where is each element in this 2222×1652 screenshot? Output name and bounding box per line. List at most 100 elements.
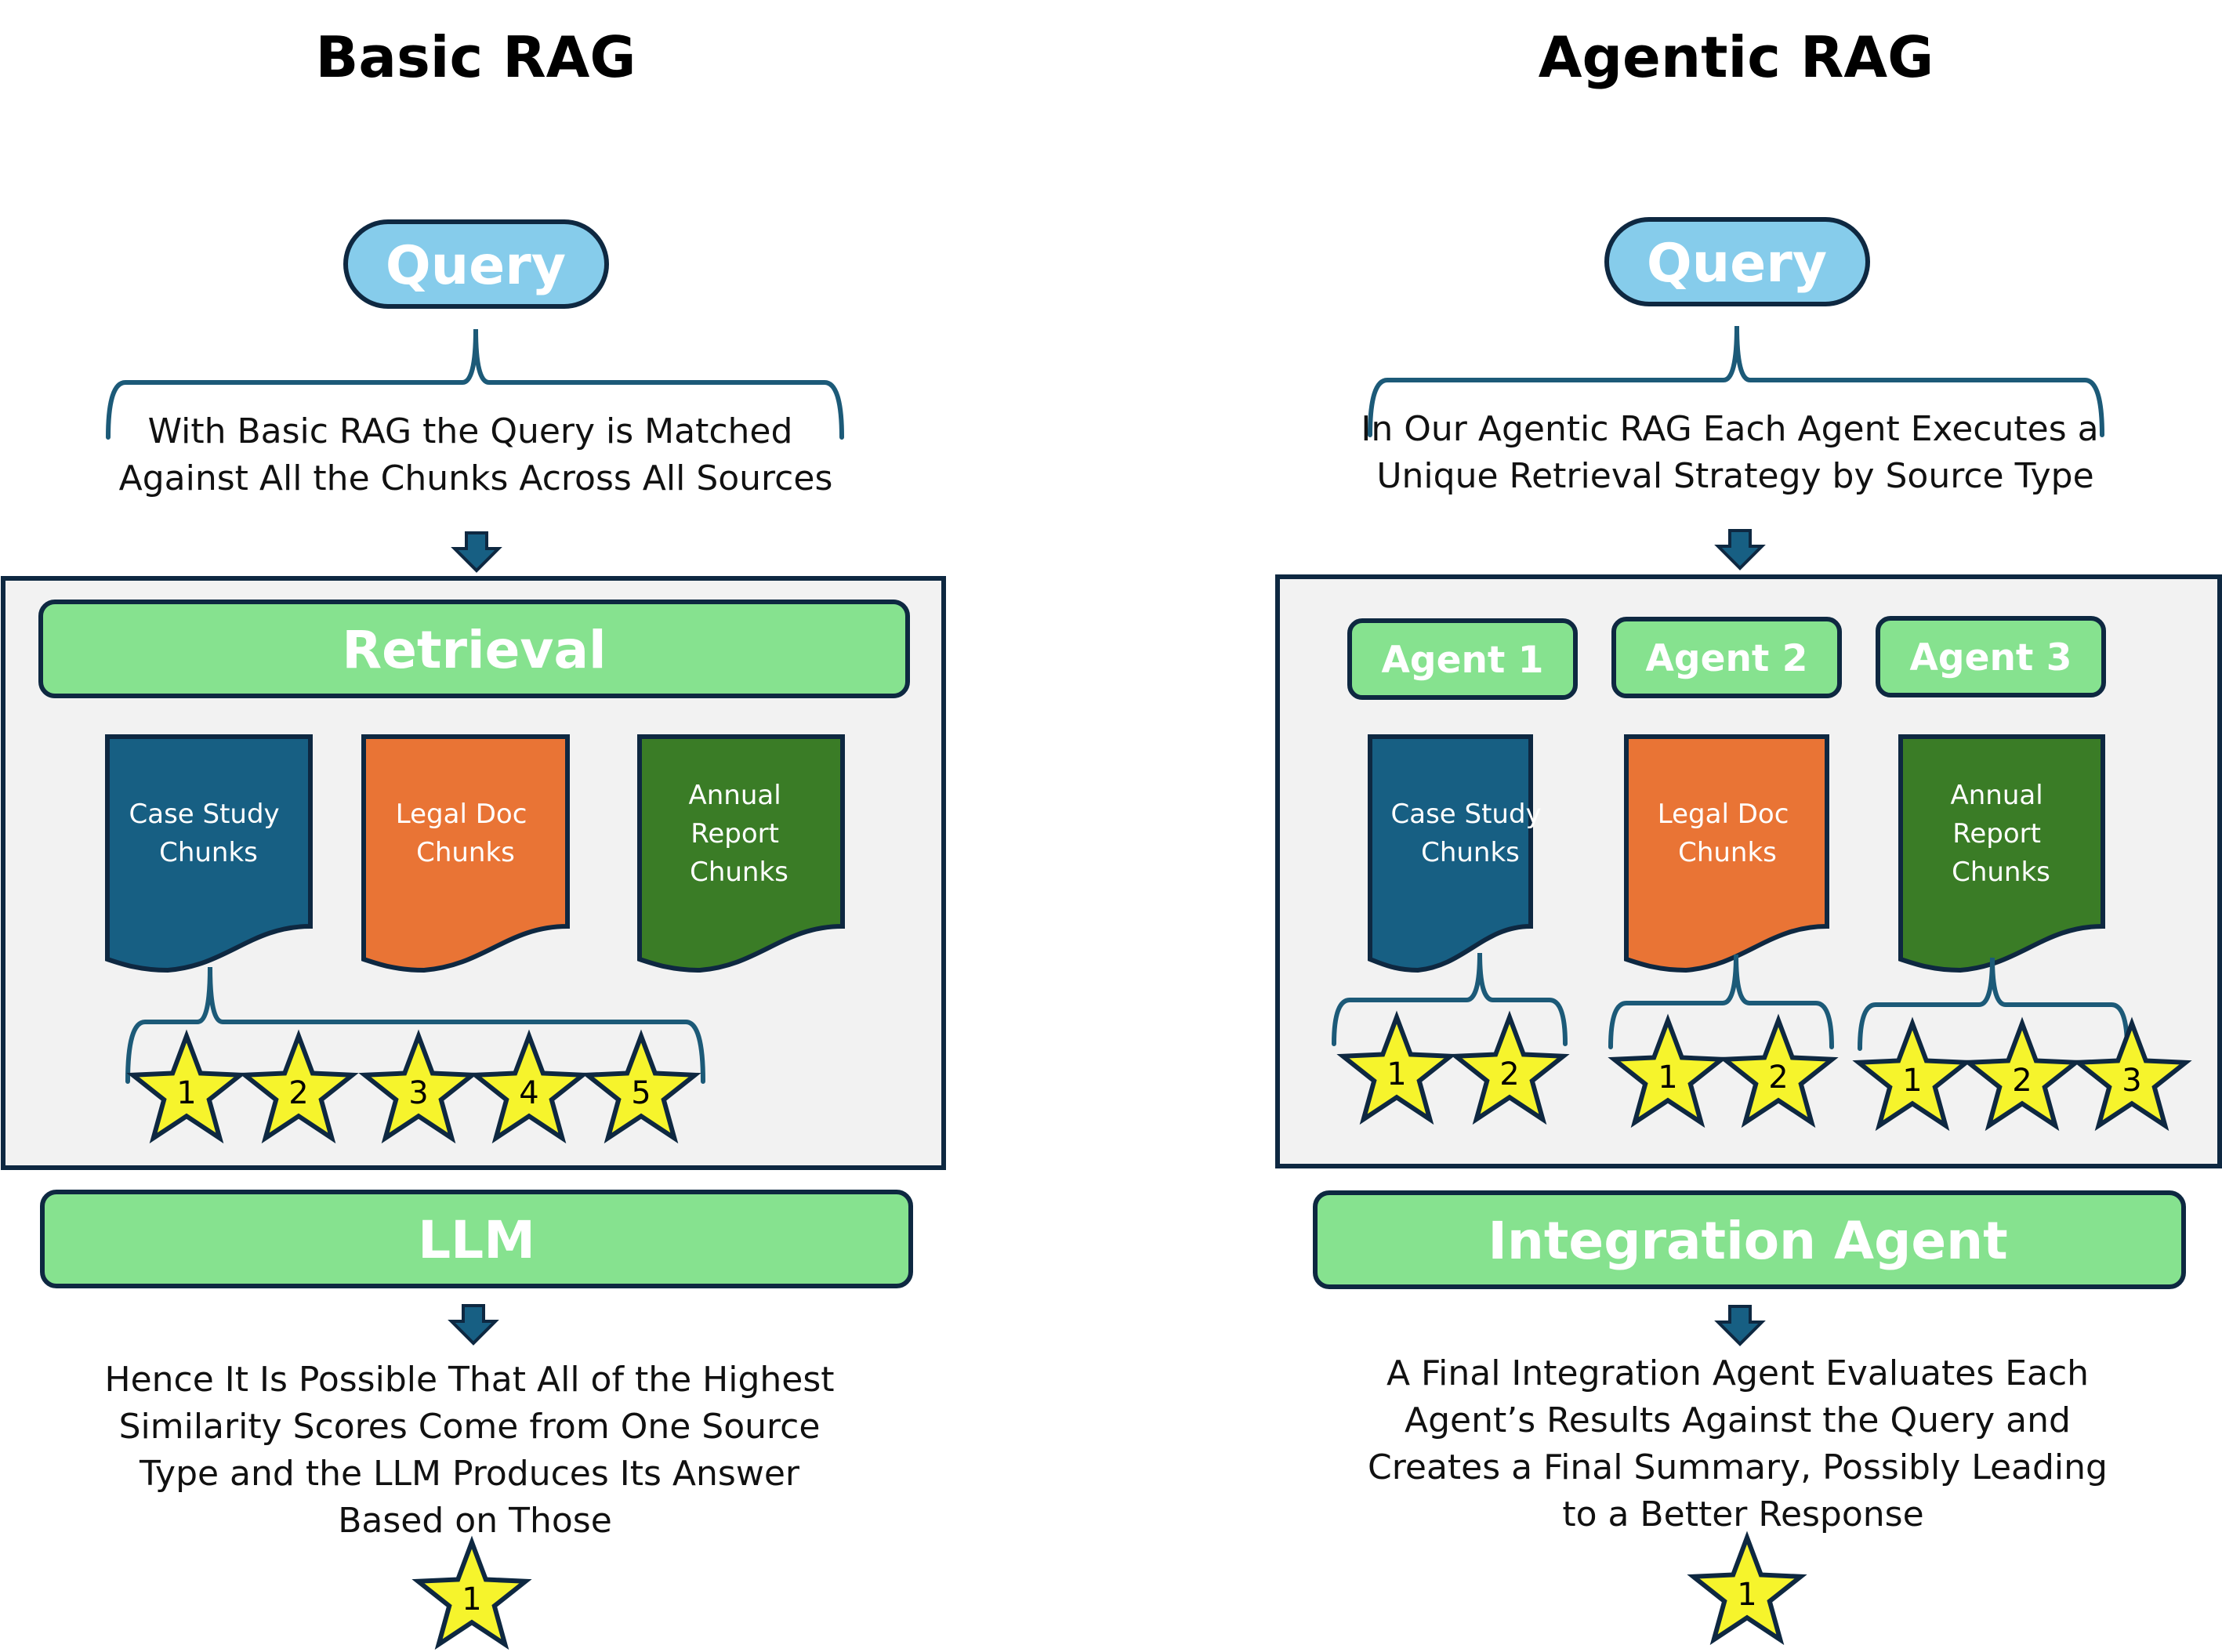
star-rank-label: 5: [631, 1075, 651, 1111]
basic-stars-brace: [125, 966, 705, 1084]
star-rank-label: 2: [1768, 1060, 1788, 1096]
legal-doc-label: Legal Doc Chunks: [396, 799, 535, 868]
star-icon: [1852, 1016, 1973, 1132]
star-rank-label: 1: [1902, 1063, 1922, 1099]
doc-label-line: Chunks: [159, 837, 258, 868]
doc-label-line: Report: [1952, 818, 2041, 850]
rank-star: 1: [1687, 1531, 1807, 1646]
star-rank-label: 1: [462, 1581, 481, 1618]
star-rank-label: 2: [288, 1075, 308, 1111]
star-icon: [238, 1029, 359, 1144]
star-icon: [358, 1029, 479, 1144]
doc-label-line: Annual: [1951, 780, 2043, 811]
star-icon: [1718, 1013, 1839, 1129]
legal-doc-label: Legal Doc Chunks: [1658, 799, 1797, 868]
down-arrow-icon: [451, 531, 502, 573]
annual-report-doc-icon: [637, 734, 845, 973]
star-icon: [2072, 1016, 2192, 1132]
star-icon: [1336, 1010, 1457, 1125]
basic-description-brace: [106, 328, 844, 440]
agentic-description: In Our Agentic RAG Each Agent Executes a…: [1361, 409, 2109, 496]
retrieval-bar: [38, 600, 910, 698]
basic-final-star: 1: [411, 1535, 532, 1650]
basic-description-line: With Basic RAG the Query is Matched: [148, 411, 793, 451]
agent-3-stars-brace: [1858, 957, 2130, 1051]
case-study-doc-icon: [105, 734, 313, 973]
basic-conclusion-line: Hence It Is Possible That All of the Hig…: [104, 1360, 834, 1400]
star-rank-label: 2: [2012, 1063, 2032, 1099]
rank-star: 3: [358, 1029, 479, 1144]
doc-label-line: Case Study: [129, 799, 280, 830]
case-study-doc-label: Case Study Chunks: [129, 799, 288, 868]
rank-star: 2: [1718, 1013, 1839, 1129]
case-study-doc-icon: [1368, 734, 1533, 973]
agentic-conclusion: A Final Integration Agent Evaluates Each…: [1368, 1353, 2119, 1534]
doc-label-line: Chunks: [690, 857, 788, 888]
rank-star: 4: [469, 1029, 589, 1144]
doc-label-line: Legal Doc: [1658, 799, 1789, 830]
llm-label: LLM: [418, 1210, 535, 1270]
doc-label-line: Report: [691, 818, 779, 850]
doc-label-line: Legal Doc: [396, 799, 527, 830]
basic-query-pill: [343, 219, 609, 309]
agentic-conclusion-line: Agent’s Results Against the Query and: [1405, 1400, 2071, 1440]
basic-description: With Basic RAG the Query is Matched Agai…: [119, 411, 833, 498]
agent-1-box: [1347, 618, 1578, 700]
star-rank-label: 1: [1737, 1577, 1756, 1613]
case-study-doc-label: Case Study Chunks: [1391, 799, 1550, 868]
rank-star: 1: [1336, 1010, 1457, 1125]
agentic-rag-column: Agentic RAG Query In Our Agentic RAG Eac…: [1275, 24, 2222, 1646]
star-rank-label: 1: [176, 1075, 196, 1111]
agent-3-label: Agent 3: [1910, 636, 2072, 679]
retrieval-label: Retrieval: [342, 620, 606, 680]
doc-label-line: Chunks: [1678, 837, 1777, 868]
agentic-query-label: Query: [1647, 233, 1827, 295]
star-icon: [1608, 1013, 1728, 1129]
basic-conclusion-line: Similarity Scores Come from One Source: [119, 1407, 821, 1447]
agentic-conclusion-line: to a Better Response: [1562, 1494, 1923, 1534]
basic-rag-column: Basic RAG Query With Basic RAG the Query…: [1, 24, 946, 1650]
star-icon: [1449, 1010, 1570, 1125]
rank-star: 3: [2072, 1016, 2192, 1132]
down-arrow-icon: [448, 1304, 499, 1346]
doc-label-line: Annual: [689, 780, 781, 811]
rank-star: 1: [1852, 1016, 1973, 1132]
rank-star: 2: [238, 1029, 359, 1144]
rank-star: 1: [126, 1029, 247, 1144]
integration-agent-label: Integration Agent: [1488, 1211, 2007, 1271]
star-rank-label: 1: [1658, 1060, 1677, 1096]
agentic-description-line: In Our Agentic RAG Each Agent Executes a: [1361, 409, 2098, 449]
legal-doc-icon: [1624, 734, 1829, 973]
doc-label-line: Chunks: [1421, 837, 1520, 868]
agentic-conclusion-line: Creates a Final Summary, Possibly Leadin…: [1368, 1447, 2108, 1487]
agentic-query-pill: [1604, 217, 1870, 306]
star-rank-label: 1: [1386, 1056, 1406, 1092]
down-arrow-icon: [1714, 1305, 1766, 1346]
star-rank-label: 4: [519, 1075, 538, 1111]
basic-rag-title: Basic RAG: [315, 24, 636, 90]
star-rank-label: 3: [2122, 1063, 2141, 1099]
rank-star: 1: [1608, 1013, 1728, 1129]
annual-report-doc-icon: [1898, 734, 2105, 973]
agentic-rag-title: Agentic RAG: [1539, 24, 1934, 90]
basic-conclusion-line: Type and the LLM Produces Its Answer: [139, 1454, 800, 1494]
agent-2-box: [1611, 617, 1842, 698]
legal-doc-icon: [361, 734, 570, 973]
annual-report-doc-label: Annual Report Chunks: [689, 780, 790, 888]
star-icon: [1687, 1531, 1807, 1646]
agent-2-label: Agent 2: [1646, 637, 1808, 680]
rank-star: 5: [581, 1029, 701, 1144]
star-icon: [1962, 1016, 2082, 1132]
agentic-description-brace: [1368, 325, 2104, 437]
llm-bar: [40, 1190, 913, 1288]
agent-2-stars-brace: [1608, 954, 1834, 1049]
integration-agent-bar: [1313, 1190, 2186, 1289]
basic-star-row: 1 2 3 4 5: [126, 1029, 701, 1144]
rank-star: 2: [1962, 1016, 2082, 1132]
agentic-description-line: Unique Retrieval Strategy by Source Type: [1376, 456, 2093, 496]
agent-1-label: Agent 1: [1382, 639, 1544, 682]
star-rank-label: 2: [1499, 1056, 1519, 1092]
